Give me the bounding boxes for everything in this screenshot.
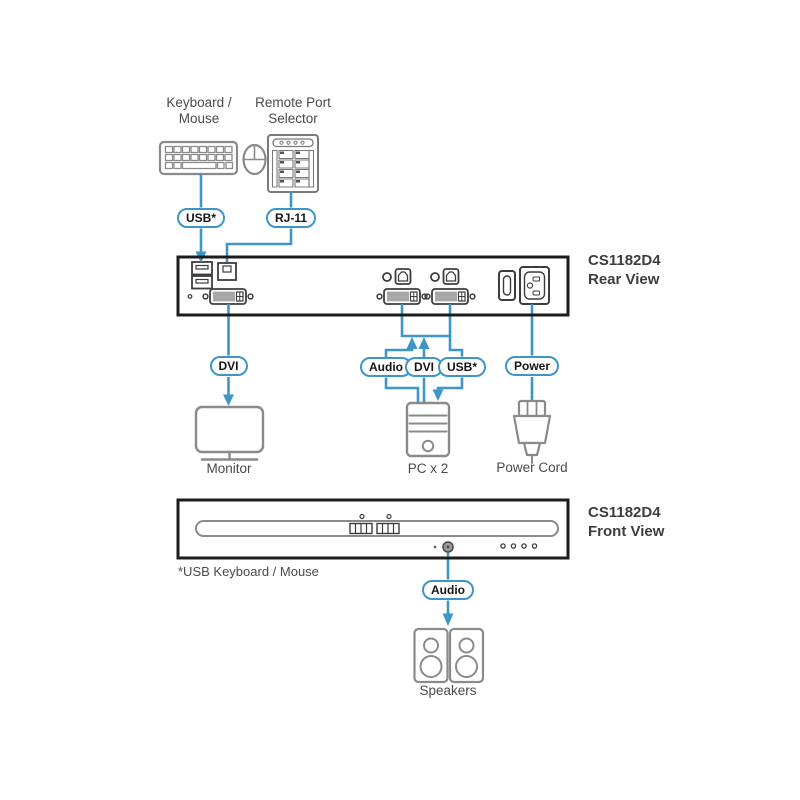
rj11-port [217, 262, 237, 281]
rear-view-label: CS1182D4 Rear View [588, 251, 661, 289]
ground-screw [187, 294, 193, 299]
dvi-port-console [202, 288, 254, 305]
connector-pill-rj11: RJ-11 [265, 208, 317, 228]
front-view-label: CS1182D4 Front View [588, 503, 664, 541]
rear-view-text: Rear View [588, 271, 660, 288]
connection-audio-to-pc [384, 377, 420, 403]
connector-pill-dvi-pc: DVI [404, 357, 444, 377]
connector-pill-audio-front: Audio [422, 580, 474, 600]
connection-rj11-selector [225, 192, 293, 262]
usb-b-port-pc1 [394, 268, 412, 285]
monitor-label: Monitor [206, 461, 252, 476]
audio-jack-pc1 [382, 272, 392, 282]
speaker-left-icon [413, 627, 449, 684]
front-mic-dot [433, 545, 437, 549]
speakers-label: Speakers [419, 683, 477, 698]
front-slot [195, 513, 559, 537]
rear-model-text: CS1182D4 [588, 252, 661, 269]
mouse-icon [242, 143, 267, 176]
connection-dvi-monitor [223, 304, 234, 406]
monitor-icon [194, 405, 265, 461]
front-model-text: CS1182D4 [588, 504, 661, 521]
front-view-text: Front View [588, 523, 665, 540]
keyboard-mouse-label: Keyboard / Mouse [166, 95, 232, 126]
power-cord-label: Power Cord [496, 460, 568, 475]
connector-pill-usb-pc: USB* [437, 357, 487, 377]
usb-footnote: *USB Keyboard / Mouse [178, 564, 319, 579]
power-inlet-icon [519, 266, 550, 305]
connector-pill-power: Power [504, 356, 560, 376]
audio-jack-pc2 [430, 272, 440, 282]
connector-pill-audio-pc: Audio [360, 357, 412, 377]
power-switch-icon [498, 270, 516, 301]
connection-usb-to-pc [432, 377, 464, 401]
keyboard-icon [158, 140, 239, 176]
connector-pill-usb-keyboard: USB* [176, 208, 226, 228]
pc-tower-icon [405, 401, 451, 458]
power-plug-icon [512, 399, 552, 464]
usb-console-ports [191, 261, 213, 290]
front-audio-jack [442, 541, 454, 553]
remote-port-selector-icon [267, 134, 319, 193]
remote-port-selector-label: Remote Port Selector [255, 95, 331, 126]
rear-device-frame [176, 255, 570, 317]
dvi-port-pc1 [376, 288, 428, 305]
dvi-port-pc2 [424, 288, 476, 305]
speaker-right-icon [448, 627, 485, 684]
connection-audio-up [384, 337, 418, 357]
front-device-body [178, 500, 568, 558]
front-device-frame [176, 498, 570, 560]
usb-b-port-pc2 [442, 268, 460, 285]
connector-pill-dvi-monitor: DVI [209, 356, 248, 376]
pc-label: PC x 2 [407, 461, 449, 476]
connection-dvi-up [418, 337, 430, 357]
front-leds [500, 543, 538, 549]
